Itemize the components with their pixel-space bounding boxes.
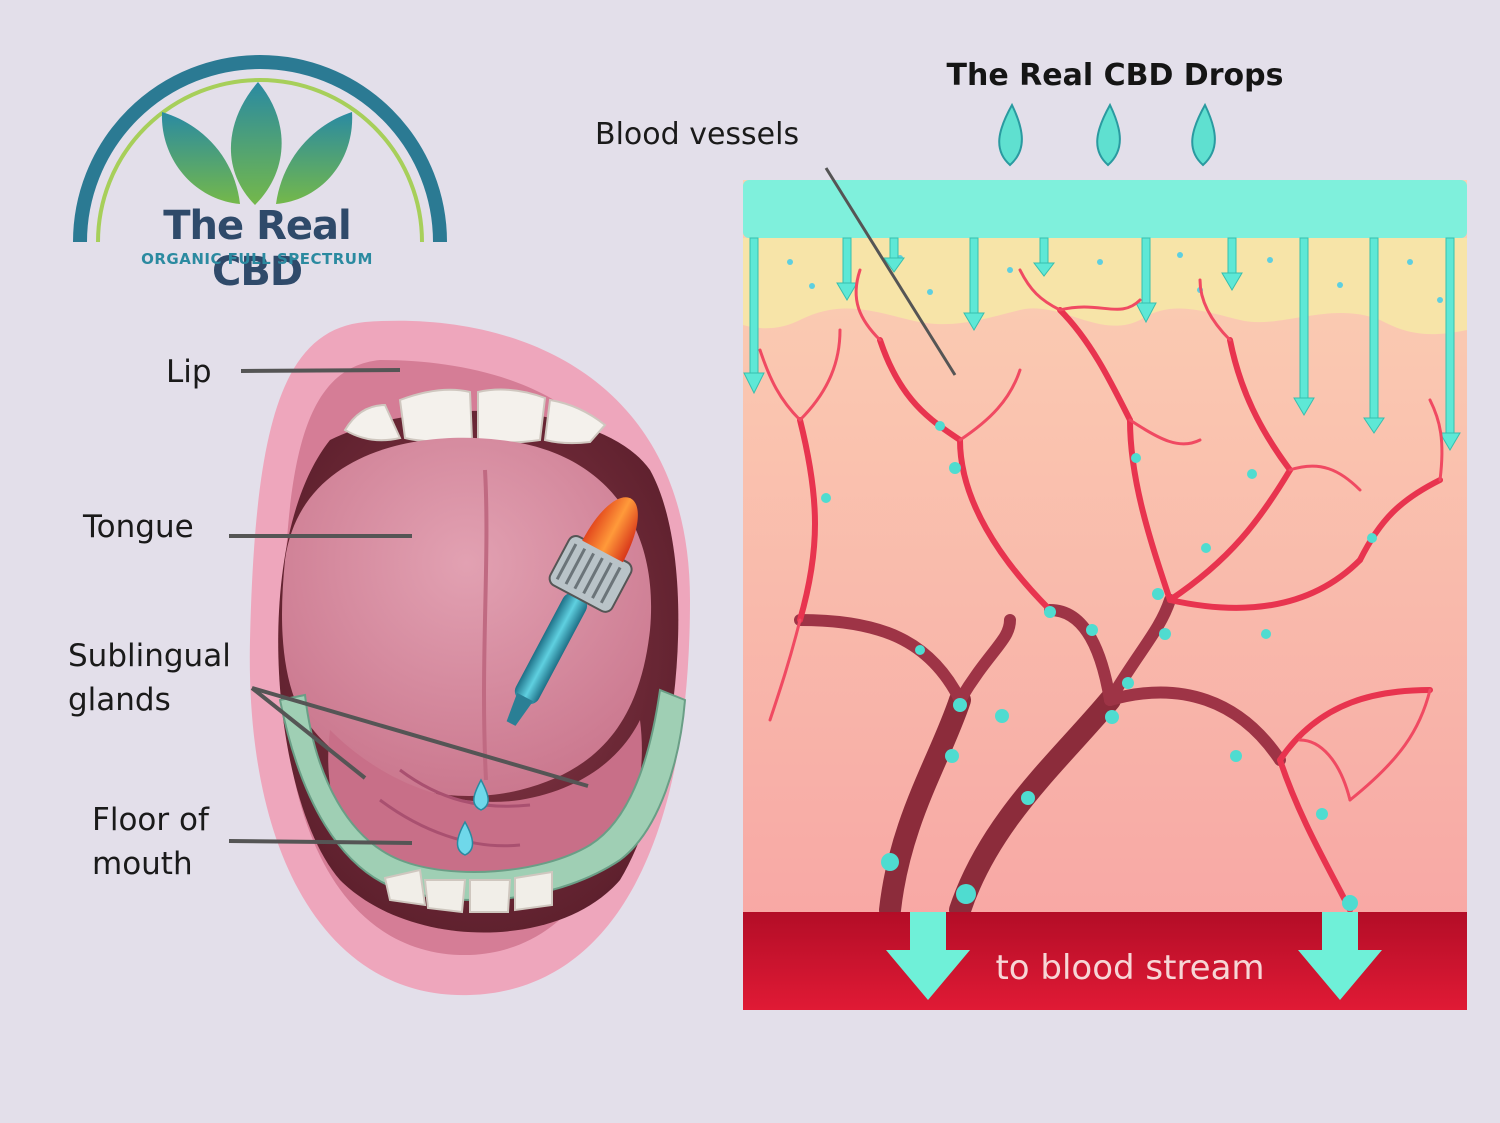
leader-lines <box>228 368 589 845</box>
label-tongue: Tongue <box>83 509 194 545</box>
drop-icon <box>1191 102 1216 167</box>
drop-icon <box>1096 102 1121 167</box>
label-blood-vessels: Blood vessels <box>595 117 800 152</box>
dropper-icon <box>506 497 638 726</box>
vessels-leader-line <box>824 167 957 376</box>
logo-subtitle: ORGANIC FULL SPECTRUM <box>141 250 373 268</box>
arrow-down-icon <box>1298 912 1382 1000</box>
cannabis-leaf-icon <box>161 82 353 205</box>
mouth-illustration <box>249 320 691 996</box>
label-blood-stream: to blood stream <box>995 948 1265 988</box>
logo <box>73 55 447 243</box>
label-sublingual-line1: Sublingual <box>68 638 231 674</box>
drop-icon <box>998 102 1023 167</box>
drops-title: The Real CBD Drops <box>946 58 1284 93</box>
blood-vessel-network <box>758 268 1444 921</box>
lower-teeth <box>278 688 687 914</box>
absorption-panel <box>743 180 1467 1010</box>
label-floor-line1: Floor of <box>92 802 209 838</box>
label-floor-line2: mouth <box>92 846 193 882</box>
arrow-down-icon <box>886 912 970 1000</box>
cbd-drops <box>998 102 1216 167</box>
label-sublingual-line2: glands <box>68 682 171 718</box>
logo-title: The Real CBD <box>163 203 351 295</box>
label-lip: Lip <box>166 354 212 390</box>
